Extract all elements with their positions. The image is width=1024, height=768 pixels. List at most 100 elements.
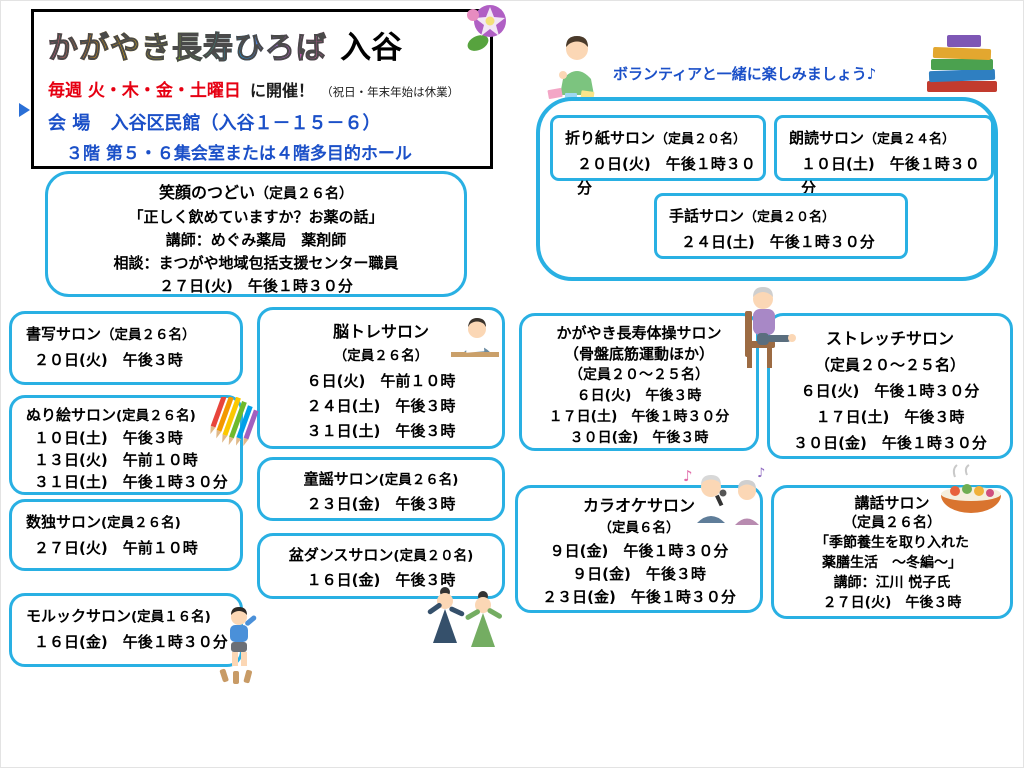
salon-time: １７日(土) 午後１時３０分 (548, 409, 730, 425)
salon-capacity: (定員２６名) (378, 472, 459, 488)
salon-time: １３日(火) 午前１０時 (34, 451, 198, 469)
egao-gathering-box: 笑顔のつどい（定員２６名） 「正しく飲めていますか？お薬の話」 講師：めぐみ薬局… (45, 171, 467, 297)
volunteer-person-icon (547, 36, 595, 100)
open-days: 毎週 火・木・金・土曜日 (48, 81, 241, 101)
salon-name: 講話サロン (854, 494, 930, 512)
salon-title: 折り紙サロン（定員２０名） (565, 126, 763, 152)
salon-time: ６日(火) 午前１０時 (306, 372, 456, 390)
exercise-senior-icon (745, 287, 796, 368)
salon-capacity: （定員２０名） (655, 132, 747, 147)
salon-time: ６日(火) 午後１時３０分 (800, 382, 980, 400)
bon-dance-salon-box: 盆ダンスサロン(定員２０名) １６日(金) 午後３時 (257, 533, 505, 599)
open-note: （祝日・年末年始は休業） (321, 85, 460, 99)
venue-line: 会 場 入谷区民館（入谷１－１５－６） (48, 109, 478, 135)
flyer-title-place: 入谷 (340, 30, 403, 66)
salon-capacity: (定員２６名) (101, 515, 181, 531)
salon-title: 童謡サロン(定員２６名) (260, 467, 502, 492)
lecture-topic-line1: 「季節養生を取り入れた (815, 535, 969, 551)
salon-capacity: （定員６名） (598, 520, 680, 536)
svg-text:♪: ♪ (757, 466, 765, 481)
salon-title: モルックサロン(定員１６名) (26, 604, 240, 630)
bon-dancers-icon (427, 587, 503, 647)
salon-title: 書写サロン（定員２６名） (26, 322, 240, 348)
salon-time: １７日(土) 午後３時 (815, 408, 965, 426)
salon-name: ぬり絵サロン (26, 406, 117, 424)
salon-capacity: （定員２０名） (744, 210, 836, 225)
origami-salon-box: 折り紙サロン（定員２０名） ２０日(火) 午後１時３０分 (550, 115, 766, 197)
salon-time: ２７日(火) 午前１０時 (34, 539, 198, 557)
salon-time: ２３日(金) 午後１時３０分 (542, 588, 736, 606)
salon-time: ２３日(金) 午後３時 (306, 495, 456, 513)
calligraphy-salon-box: 書写サロン（定員２６名） ２０日(火) 午後３時 (9, 311, 243, 385)
salon-time: ２０日(火) 午後１時３０分 (577, 155, 756, 197)
venue-rooms: ３階 第５・６集会室または４階多目的ホール (66, 144, 412, 164)
salon-capacity: （定員２６名） (101, 327, 196, 343)
salon-time: ３０日(金) 午後１時３０分 (793, 434, 987, 452)
salon-name: 脳トレサロン (332, 322, 429, 341)
flyer-title: かがやき長寿ひろば (48, 31, 327, 67)
salon-name: 笑顔のつどい (158, 183, 255, 202)
books-icon (927, 35, 997, 92)
salon-name: 童謡サロン (303, 470, 379, 488)
salon-capacity: (定員２０名) (393, 548, 474, 564)
salon-capacity: （定員２４名） (864, 132, 956, 147)
salon-capacity: （定員２０～２５名） (569, 367, 709, 383)
food-bowl-icon (941, 464, 1001, 513)
salon-capacity: （定員２６名） (333, 348, 429, 364)
longevity-exercise-salon-box: かがやき長寿体操サロン （骨盤底筋運動ほか） （定員２０～２５名） ６日(火) … (519, 313, 759, 451)
flyer-title-line: かがやき長寿ひろば 入谷 (48, 22, 478, 67)
coloring-salon-box: ぬり絵サロン(定員２６名) １０日(土) 午後３時 １３日(火) 午前１０時 ３… (9, 395, 243, 495)
salon-name: カラオケサロン (582, 496, 695, 515)
nursery-rhyme-salon-box: 童謡サロン(定員２６名) ２３日(金) 午後３時 (257, 457, 505, 521)
salon-time: ９日(金) 午後１時３０分 (549, 542, 729, 560)
lecture-topic-line2: 薬膳生活 ～冬編～」 (822, 555, 962, 571)
karaoke-salon-box: カラオケサロン （定員６名） ９日(金) 午後１時３０分 ９日(金) 午後３時 … (515, 485, 763, 613)
salon-title: 手話サロン（定員２０名） (669, 204, 905, 230)
salon-time: １０日(土) 午後１時３０分 (801, 155, 980, 197)
studying-person-icon (451, 318, 499, 357)
sign-language-salon-box: 手話サロン（定員２０名） ２４日(土) 午後１時３０分 (654, 193, 908, 259)
salon-capacity: （定員２６名） (255, 186, 353, 202)
molkky-salon-box: モルックサロン(定員１６名) １６日(金) 午後１時３０分 (9, 593, 243, 667)
svg-text:♪: ♪ (683, 467, 693, 485)
salon-capacity: (定員１６名) (131, 609, 211, 625)
salon-time: ２４日(土) 午後１時３０分 (681, 233, 875, 251)
brain-training-salon-box: 脳トレサロン （定員２６名） ６日(火) 午前１０時 ２４日(土) 午後３時 ３… (257, 307, 505, 449)
salon-name: モルックサロン (26, 607, 132, 625)
reading-salon-box: 朗読サロン（定員２４名） １０日(土) 午後１時３０分 (774, 115, 994, 197)
salon-time: ２０日(火) 午後３時 (34, 351, 183, 369)
salon-name: 盆ダンスサロン (288, 546, 394, 564)
salon-time: ９日(金) 午後３時 (572, 565, 706, 583)
salon-time: ３１日(土) 午後１時３０分 (34, 473, 228, 491)
header-box: かがやき長寿ひろば 入谷 毎週 火・木・金・土曜日 に開催！ （祝日・年末年始は… (31, 9, 493, 169)
lecture-lecturer: 講師：江川 悦子氏 (833, 575, 951, 591)
salon-capacity: （定員２６名） (843, 515, 941, 531)
venue-label: 会 場 (48, 113, 91, 134)
salon-time: １６日(金) 午後１時３０分 (34, 633, 228, 651)
salon-name: ストレッチサロン (825, 329, 954, 348)
egao-lecturer: 講師：めぐみ薬局 薬剤師 (165, 231, 347, 249)
salon-title: 朗読サロン（定員２４名） (789, 126, 991, 152)
open-text: に開催！ (250, 81, 315, 100)
salon-name: 書写サロン (26, 325, 102, 343)
lecture-salon-box: 講話サロン （定員２６名） 「季節養生を取り入れた 薬膳生活 ～冬編～」 講師：… (771, 485, 1013, 619)
open-schedule-line: 毎週 火・木・金・土曜日 に開催！ （祝日・年末年始は休業） (48, 76, 478, 101)
molkky-kid-icon (219, 607, 257, 684)
salon-title: 数独サロン(定員２６名) (26, 510, 240, 536)
salon-name: 折り紙サロン (565, 129, 656, 147)
colored-pencils-icon (210, 397, 259, 447)
egao-consult: 相談：まつがや地域包括支援センター職員 (113, 254, 399, 272)
salon-name: 数独サロン (26, 513, 102, 531)
salon-time: ６日(火) 午後３時 (576, 388, 702, 404)
salon-time: ２４日(土) 午後３時 (306, 397, 456, 415)
venue-value: 入谷区民館（入谷１－１５－６） (110, 113, 381, 134)
salon-title: ぬり絵サロン(定員２６名) (26, 404, 240, 427)
salon-title: 笑顔のつどい（定員２６名） (48, 181, 464, 206)
egao-topic: 「正しく飲めていますか？お薬の話」 (128, 208, 384, 226)
salon-subtitle: （骨盤底筋運動ほか） (563, 345, 714, 363)
salon-name: かがやき長寿体操サロン (556, 324, 722, 342)
salon-name: 朗読サロン (789, 129, 865, 147)
sudoku-salon-box: 数独サロン(定員２６名) ２７日(火) 午前１０時 (9, 499, 243, 571)
morning-glory-icon (467, 5, 506, 51)
salon-time: ３０日(金) 午後３時 (569, 430, 709, 446)
